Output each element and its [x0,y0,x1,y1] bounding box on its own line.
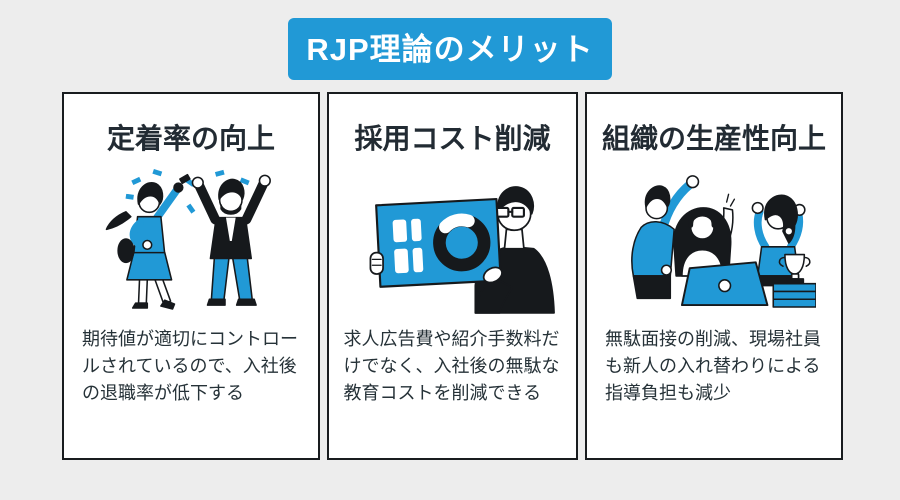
man-raising-fist [631,174,700,299]
laptop-icon [680,260,769,306]
card-title-productivity: 組織の生産性向上 [601,123,826,154]
card-description-productivity: 無駄面接の削減、現場社員も新人の入れ替わりによる指導負担も減少 [605,328,821,403]
bar-chart-icon [392,218,423,273]
man-figure [191,174,271,306]
team-celebration-icon [631,174,816,308]
person-with-chart-illustration [351,164,555,316]
card-title-retention: 定着率の向上 [106,123,275,154]
trophy-on-books-icon [772,253,816,308]
celebrating-people-icon [105,168,271,310]
celebrating-people-illustration [89,164,293,316]
cards-container: 定着率の向上 [62,92,843,460]
person-with-chart-icon [369,185,555,314]
right-hand [482,266,503,283]
team-celebration-illustration [612,164,816,316]
title-banner: RJP理論のメリット [288,18,612,80]
card-title-cost: 採用コスト削減 [354,123,551,154]
card-retention-rate: 定着率の向上 [62,92,320,460]
earring-icon [784,226,794,236]
chart-board [374,197,502,288]
left-hand [369,251,384,275]
glasses-icon [495,206,509,218]
card-description-retention: 期待値が適切にコントロールされているので、入社後の退職率が低下する [82,328,298,403]
card-cost-reduction: 採用コスト削減 [327,92,578,460]
woman-figure [105,173,191,310]
woman-at-laptop [673,193,736,277]
card-productivity: 組織の生産性向上 [585,92,843,460]
card-description-cost: 求人広告費や紹介手数料だけでなく、入社後の無駄な教育コストを削減できる [343,328,560,403]
page-title: RJP理論のメリット [306,31,594,67]
